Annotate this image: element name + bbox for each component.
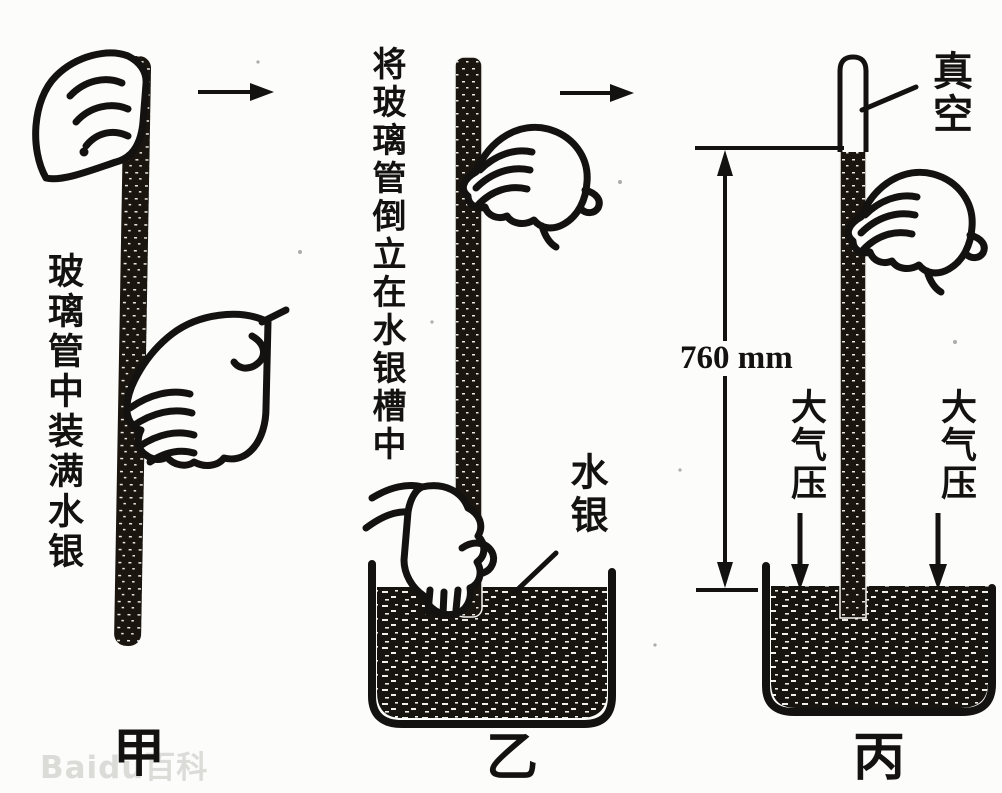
arrow-right-1 xyxy=(198,83,274,101)
pressure-arrow-left xyxy=(791,513,809,590)
pressure-label-right: 大气压 xyxy=(935,388,976,502)
caption-jia: 甲 xyxy=(113,724,166,784)
tube-bing-vacuum-section xyxy=(837,54,869,152)
vacuum-leader-line xyxy=(859,84,919,113)
caption-yi: 乙 xyxy=(486,728,539,788)
side-label-jia: 玻璃管中装满水银 xyxy=(42,252,83,572)
vacuum-label: 真空 xyxy=(926,50,972,136)
trough-mercury-bing xyxy=(771,586,988,708)
scan-noise xyxy=(256,60,957,647)
mercury-label: 水银 xyxy=(564,452,608,538)
hand-bottom-yi xyxy=(362,481,498,619)
hand-middle-jia xyxy=(123,306,290,469)
trough-yi xyxy=(368,560,616,728)
pressure-label-left: 大气压 xyxy=(785,388,826,502)
height-label: 760 mm xyxy=(676,341,797,376)
caption-bing: 丙 xyxy=(853,728,906,788)
trough-mercury-yi xyxy=(377,587,607,718)
mercury-leader-line xyxy=(513,550,559,594)
tube-jia xyxy=(114,56,152,646)
hand-top-jia xyxy=(32,49,150,183)
hand-top-yi xyxy=(459,124,603,251)
trough-bing xyxy=(762,562,996,716)
side-label-yi: 将玻璃管倒立在水银槽中 xyxy=(366,46,406,464)
baidu-watermark: Baidu百科 xyxy=(40,750,209,786)
pressure-arrow-right xyxy=(929,513,947,590)
arrow-right-2 xyxy=(560,84,634,102)
hand-bing xyxy=(844,169,988,296)
